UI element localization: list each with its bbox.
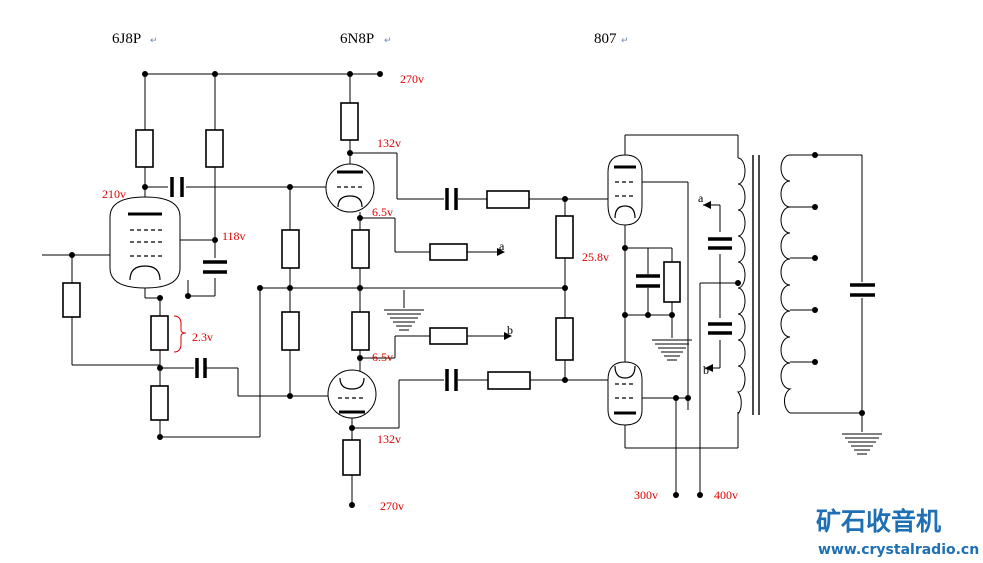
ground-icon [652, 339, 692, 361]
output-transformer [736, 154, 792, 415]
voltage-driver-cathode: 2.3v [192, 330, 213, 344]
voltage-driver-plate: 210v [102, 187, 126, 201]
tube-6n8p-upper [325, 163, 375, 213]
ground-icon [384, 290, 424, 331]
node-b-in: b [703, 363, 709, 377]
wiring [42, 73, 863, 505]
resistor [487, 371, 531, 390]
capacitors [170, 177, 875, 391]
arrow-left-icon [705, 364, 713, 372]
resistor [340, 102, 359, 141]
voltage-labels: 270v 210v 118v 2.3v 132v 6.5v 6.5v 132v … [102, 72, 738, 513]
resistor [351, 229, 370, 269]
resistor [555, 317, 574, 361]
ground-icon [842, 433, 882, 455]
resistor [429, 243, 468, 261]
voltage-splitter-plate-lower: 132v [377, 432, 401, 446]
signal-arrows [497, 201, 720, 372]
tube-6j8p [109, 196, 181, 289]
resistor [555, 215, 574, 259]
label-output-tube: 807 [594, 31, 617, 47]
voltage-splitter-cathode-lower: 6.5v [372, 350, 393, 364]
voltage-b-plus-top: 270v [400, 72, 424, 86]
voltage-b-plus-bottom: 270v [380, 499, 404, 513]
label-driver-tube: 6J8P [112, 31, 141, 47]
voltage-driver-screen: 118v [222, 229, 246, 243]
resistor [205, 129, 224, 168]
resistor [135, 129, 154, 168]
voltage-output-cathode: 25.8v [582, 250, 609, 264]
node-a-out: a [499, 239, 505, 253]
resistors [62, 102, 681, 476]
junction-dots [69, 71, 865, 508]
cathode-bracket [173, 315, 187, 353]
arrow-right-icon [497, 248, 505, 256]
return-mark: ↵ [384, 36, 392, 46]
tube-6n8p-lower [327, 369, 377, 419]
resistor [62, 282, 81, 318]
arrow-right-icon [504, 332, 512, 340]
resistor [351, 311, 370, 351]
watermark: 矿石收音机 www.crystalradio.cn [816, 507, 979, 558]
return-mark: ↵ [621, 36, 629, 46]
voltage-screen-supply: 300v [634, 488, 658, 502]
resistor [486, 190, 530, 209]
ground-symbols [384, 290, 882, 455]
node-labels: a b a b [499, 191, 709, 377]
voltage-splitter-cathode-upper: 6.5v [372, 205, 393, 219]
resistor [150, 315, 169, 351]
voltage-splitter-plate-upper: 132v [377, 136, 401, 150]
node-a-in: a [698, 191, 704, 205]
return-mark: ↵ [150, 36, 158, 46]
node-b-out: b [507, 323, 513, 337]
resistor [281, 311, 300, 351]
resistor [281, 229, 300, 269]
tube-807-lower [607, 361, 643, 426]
resistor [150, 385, 169, 421]
resistor [342, 439, 361, 476]
resistor [663, 261, 681, 303]
voltage-plate-supply: 400v [714, 488, 738, 502]
watermark-title: 矿石收音机 [816, 507, 941, 536]
label-splitter-tube: 6N8P [340, 31, 374, 47]
tube-labels: 6J8P ↵ 6N8P ↵ 807 ↵ [112, 31, 629, 47]
tube-807-upper [607, 154, 643, 226]
arrow-left-icon [703, 201, 711, 209]
resistor [429, 327, 468, 345]
watermark-url: www.crystalradio.cn [818, 542, 979, 558]
